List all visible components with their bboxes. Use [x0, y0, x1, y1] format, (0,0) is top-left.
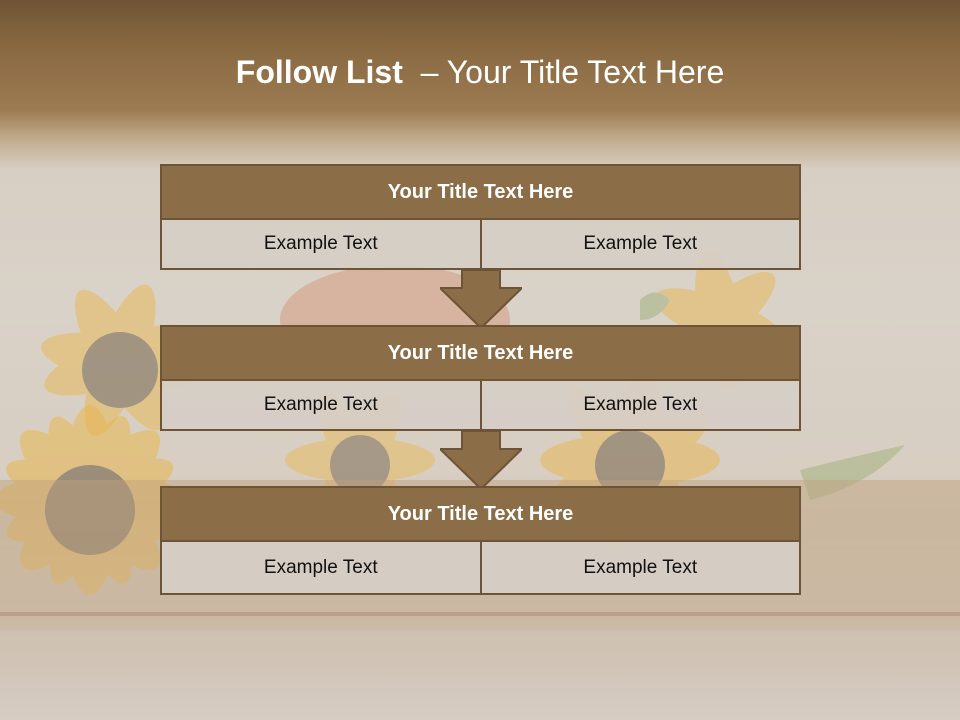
list-block-3: Your Title Text Here Example Text Exampl…	[160, 486, 801, 595]
block-right-text: Example Text	[479, 220, 801, 270]
block-title: Your Title Text Here	[160, 164, 801, 220]
block-row: Example Text Example Text	[160, 381, 801, 431]
list-block-2: Your Title Text Here Example Text Exampl…	[160, 325, 801, 431]
block-left-text: Example Text	[160, 381, 482, 431]
block-left-text: Example Text	[160, 220, 482, 270]
table-edge	[0, 612, 960, 616]
down-arrow-icon	[440, 431, 522, 489]
title-bold: Follow List	[235, 54, 403, 90]
block-title: Your Title Text Here	[160, 486, 801, 542]
block-row: Example Text Example Text	[160, 542, 801, 595]
title-rest: – Your Title Text Here	[420, 54, 725, 90]
block-left-text: Example Text	[160, 542, 482, 595]
block-title: Your Title Text Here	[160, 325, 801, 381]
block-right-text: Example Text	[479, 542, 801, 595]
block-right-text: Example Text	[479, 381, 801, 431]
block-row: Example Text Example Text	[160, 220, 801, 270]
list-block-1: Your Title Text Here Example Text Exampl…	[160, 164, 801, 270]
slide-title: Follow List – Your Title Text Here	[0, 54, 960, 91]
down-arrow-icon	[440, 270, 522, 328]
